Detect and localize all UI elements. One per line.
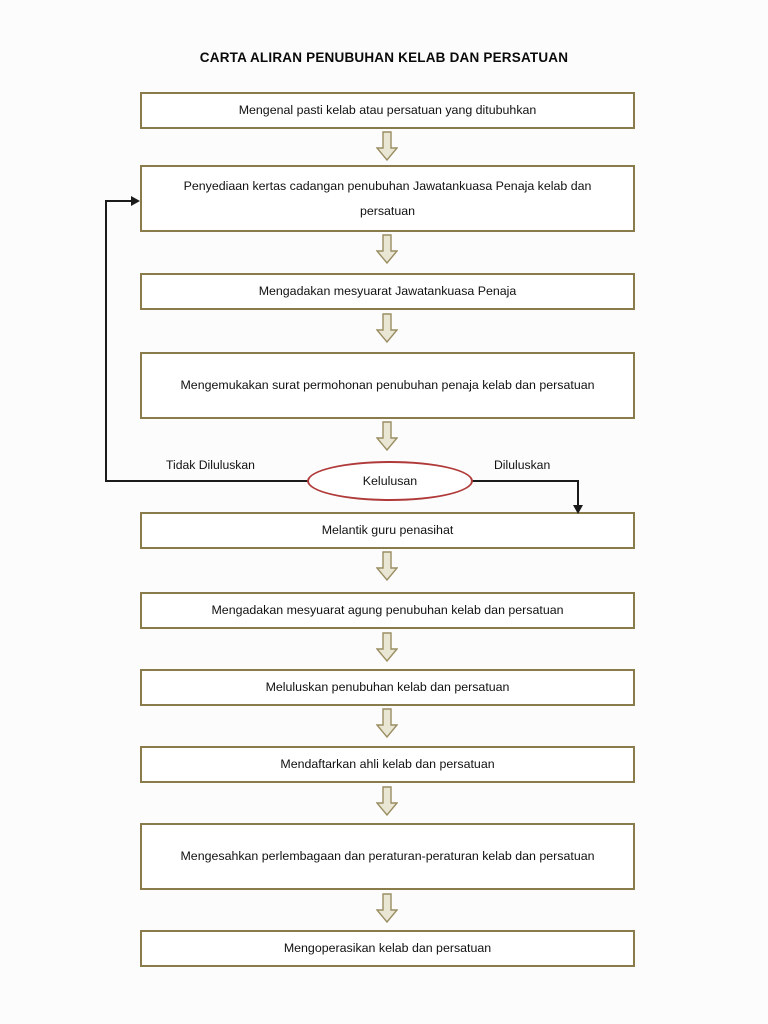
flow-node-8-label: Meluluskan penubuhan kelab dan persatuan <box>265 680 510 695</box>
feedback-line-horizontal-top <box>105 200 135 202</box>
flow-node-1[interactable]: Mengenal pasti kelab atau persatuan yang… <box>140 92 635 129</box>
flow-arrow-down-icon <box>376 786 398 816</box>
flow-node-7[interactable]: Mengadakan mesyuarat agung penubuhan kel… <box>140 592 635 629</box>
flow-node-4-label: Mengemukakan surat permohonan penubuhan … <box>180 378 595 393</box>
flow-arrow-down-icon <box>376 421 398 451</box>
flow-node-8[interactable]: Meluluskan penubuhan kelab dan persatuan <box>140 669 635 706</box>
flow-node-11-label: Mengoperasikan kelab dan persatuan <box>283 941 492 956</box>
flow-node-9-label: Mendaftarkan ahli kelab dan persatuan <box>280 757 495 772</box>
decision-node-kelulusan[interactable]: Kelulusan <box>307 461 473 501</box>
flow-node-3[interactable]: Mengadakan mesyuarat Jawatankuasa Penaja <box>140 273 635 310</box>
flow-arrow-down-icon <box>376 893 398 923</box>
flow-arrow-down-icon <box>376 131 398 161</box>
branch-label-tidak-diluluskan: Tidak Diluluskan <box>166 458 255 472</box>
flow-arrow-down-icon <box>376 632 398 662</box>
feedback-line-vertical <box>105 200 107 481</box>
flow-node-6-label: Melantik guru penasihat <box>321 523 454 538</box>
flow-node-11[interactable]: Mengoperasikan kelab dan persatuan <box>140 930 635 967</box>
flow-node-9[interactable]: Mendaftarkan ahli kelab dan persatuan <box>140 746 635 783</box>
approved-line-vertical <box>577 480 579 511</box>
flow-node-7-label: Mengadakan mesyuarat agung penubuhan kel… <box>211 603 564 618</box>
decision-node-label: Kelulusan <box>362 474 418 488</box>
flow-node-2[interactable]: Penyediaan kertas cadangan penubuhan Jaw… <box>140 165 635 232</box>
feedback-line-horizontal-bottom <box>105 480 310 482</box>
flow-node-4[interactable]: Mengemukakan surat permohonan penubuhan … <box>140 352 635 419</box>
flow-node-10[interactable]: Mengesahkan perlembagaan dan peraturan-p… <box>140 823 635 890</box>
flow-arrow-down-icon <box>376 551 398 581</box>
approved-line-horizontal <box>470 480 579 482</box>
flow-arrow-down-icon <box>376 234 398 264</box>
flow-arrow-down-icon <box>376 708 398 738</box>
feedback-arrowhead-icon <box>131 196 140 206</box>
flow-node-6[interactable]: Melantik guru penasihat <box>140 512 635 549</box>
flow-node-1-label: Mengenal pasti kelab atau persatuan yang… <box>238 103 537 118</box>
branch-label-diluluskan: Diluluskan <box>494 458 551 472</box>
flow-arrow-down-icon <box>376 313 398 343</box>
flow-node-2-label: Penyediaan kertas cadangan penubuhan Jaw… <box>183 179 592 218</box>
flow-node-10-label: Mengesahkan perlembagaan dan peraturan-p… <box>180 848 595 863</box>
page-title: CARTA ALIRAN PENUBUHAN KELAB DAN PERSATU… <box>199 50 569 65</box>
flow-node-3-label: Mengadakan mesyuarat Jawatankuasa Penaja <box>258 284 517 299</box>
approved-arrowhead-icon <box>573 505 583 514</box>
